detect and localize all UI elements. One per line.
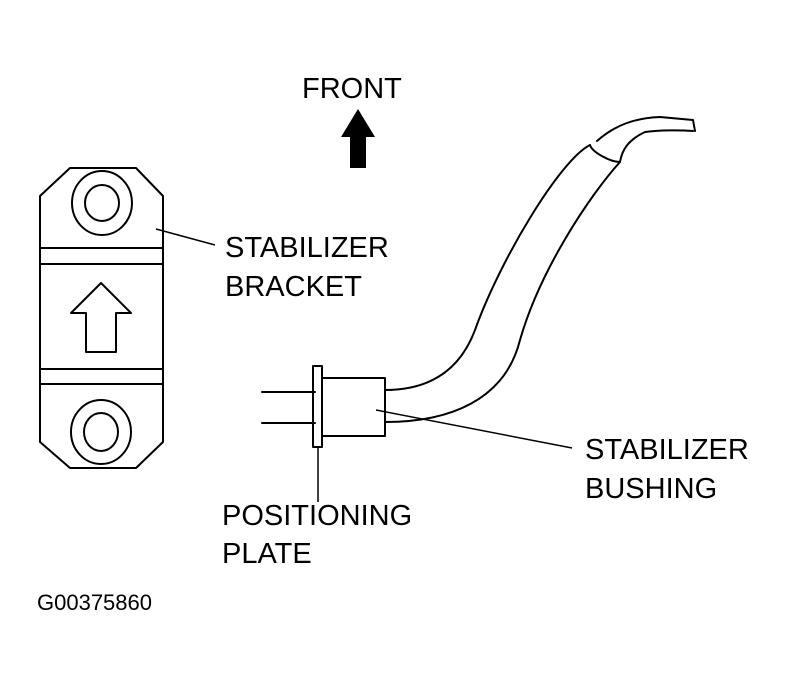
positioning-plate [312, 365, 323, 448]
bracket-outline [39, 167, 164, 469]
stabilizer-bar-eye [596, 116, 696, 142]
stabilizer-bar-end [589, 129, 694, 163]
bracket-upper-hole-outer [71, 170, 133, 236]
stabilizer-bracket-label: STABILIZER BRACKET [225, 232, 397, 303]
stabilizer-bar [261, 116, 696, 424]
bracket-lower-hole-outer [70, 399, 132, 465]
bracket-leader-line [155, 228, 216, 246]
stabilizer-bushing-label: STABILIZER BUSHING [585, 434, 757, 505]
stabilizer-bar-upper-edge [261, 144, 591, 393]
bracket-arrow-icon [70, 282, 132, 353]
bracket-lower-hole-inner [83, 412, 119, 452]
bushing-leader-line [375, 409, 573, 449]
front-arrow-icon [341, 109, 375, 168]
stabilizer-bracket [39, 167, 164, 469]
front-label: FRONT [302, 73, 402, 105]
figure-code: G00375860 [37, 590, 152, 615]
stabilizer-bushing [321, 377, 386, 437]
bracket-upper-hole-inner [84, 184, 120, 222]
positioning-plate-label: POSITIONING PLATE [222, 500, 420, 570]
stabilizer-bar-lower-edge [261, 161, 621, 424]
